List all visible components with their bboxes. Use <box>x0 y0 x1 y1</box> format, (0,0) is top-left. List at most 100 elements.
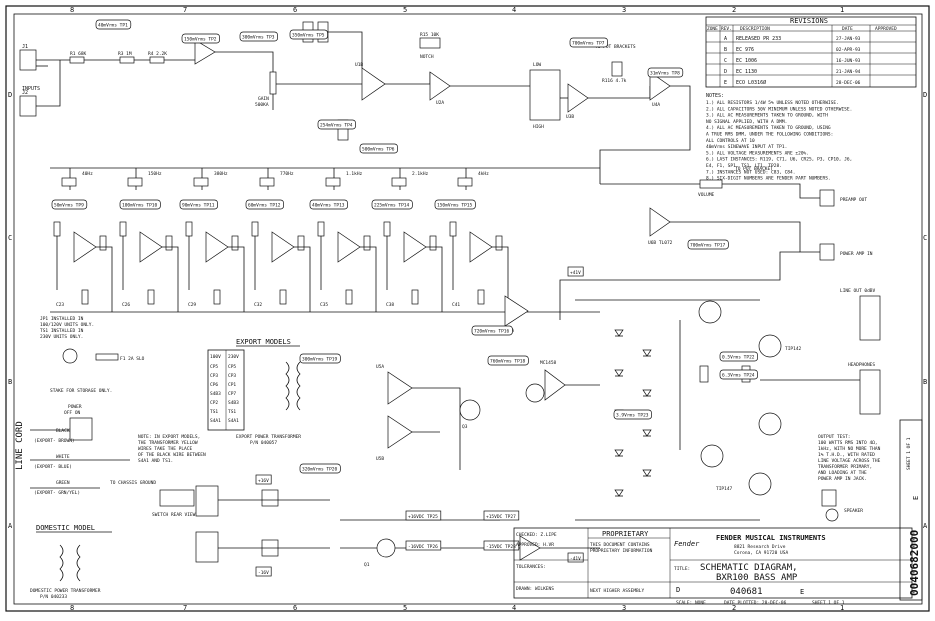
opamp-u6a <box>504 295 529 327</box>
notes-block: NOTES: 1.) ALL RESISTORS 1/4W 5% UNLESS … <box>706 93 852 182</box>
power-amp-section: U5A U5B Q3 MC1458 TIP142 TIP147 LINE OUT… <box>376 288 881 522</box>
export-note-4: OF THE BLACK WIRE BETWEEN <box>138 452 206 458</box>
test-point-label: 150mVrms TP2 <box>184 37 217 43</box>
domestic-model-title: DOMESTIC MODEL <box>36 524 95 532</box>
rev-header-desc: DESCRIPTION <box>740 26 770 32</box>
checked-by: CHECKED: Z.LIPE <box>516 532 557 538</box>
test-point: 40mVrms TP13 <box>309 199 348 210</box>
eq-slider-pot[interactable] <box>325 177 341 187</box>
eq-slider-pot[interactable] <box>259 177 275 187</box>
export-cell: S4B3 <box>228 400 239 406</box>
eq-opamp <box>469 231 493 263</box>
row-b-left: B <box>8 378 12 386</box>
headphones-jack[interactable] <box>859 369 881 415</box>
test-point-label: 500mVrms TP6 <box>362 147 395 153</box>
test-point: 254mVrms TP4 <box>317 119 356 130</box>
power-amp-in-jack[interactable] <box>819 243 835 261</box>
transistor-tip147 <box>758 412 782 436</box>
test-point: 720mVrms TP16 <box>471 325 513 336</box>
export-cell: CP5 <box>228 364 236 370</box>
row-b-right: B <box>923 378 927 386</box>
stake-label: STAKE FOR STORAGE ONLY. <box>50 388 112 394</box>
eq-slider-pot[interactable] <box>457 177 473 187</box>
test-point-label: 720mVrms TP16 <box>474 329 510 335</box>
speaker-jack[interactable] <box>821 489 837 507</box>
col-2-bottom: 2 <box>732 604 736 612</box>
eq-slider-pot[interactable] <box>61 177 77 187</box>
test-point-label: 100mVrms TP10 <box>122 203 158 209</box>
notch-control[interactable] <box>419 37 441 49</box>
inner-border <box>13 13 923 605</box>
switch-rear-label: SWITCH REAR VIEW. <box>152 512 198 518</box>
svg-text:C26: C26 <box>122 302 130 308</box>
revision-rev: D <box>724 69 727 75</box>
export-note-3: WIRES TAKE THE PLACE <box>138 446 192 452</box>
revisions-table: REVISIONS ZONE REV. DESCRIPTION DATE APP… <box>705 16 917 88</box>
test-point-label: 700mVrms TP7 <box>572 41 605 47</box>
col-3: 3 <box>622 6 626 14</box>
eq-slider-pot[interactable] <box>391 177 407 187</box>
company-name: FENDER MUSICAL INSTRUMENTS <box>716 534 826 542</box>
col-5-bottom: 5 <box>403 604 407 612</box>
test-point: 150mVrms TP2 <box>181 33 220 44</box>
drawing-rev: E <box>800 588 804 596</box>
svg-text:Q3: Q3 <box>462 424 468 430</box>
diode-icon <box>642 389 652 397</box>
pot-bracket-r116[interactable] <box>611 61 623 77</box>
power-switch[interactable] <box>69 417 93 441</box>
export-brown: (EXPORT- BROWN) <box>34 438 75 444</box>
line-out-jack[interactable] <box>859 295 881 341</box>
speaker-label: SPEAKER <box>844 508 863 514</box>
eq-frequency: 2.1kHz <box>412 171 429 177</box>
volume-pot[interactable] <box>699 179 723 189</box>
export-note-5: S4A1 AND TS1. <box>138 458 173 464</box>
volume-section: VOLUME TO POT BRACKET U6B TL072 PREAMP O… <box>559 166 873 320</box>
note-line: 6.) LAST INSTANCES: R119, C71, U6, CR25,… <box>706 157 852 163</box>
input-section: J1 J2 INPUTS R1 68K R3 1M R4 2.2K U1A TL… <box>19 21 691 184</box>
graphic-eq-section: 40HzC23150HzC26380HzC29770HzC321.1kHzC35… <box>53 168 509 312</box>
company-address-1: 8821 Research Drive <box>734 544 786 550</box>
to-chassis-label: TO CHASSIS GROUND <box>110 480 156 486</box>
rail-label: +15VDC TP27 <box>486 514 516 520</box>
test-point-label: 90mVrms TP11 <box>182 203 215 209</box>
output-test-8: POWER AMP IN JACK. <box>818 476 867 482</box>
input-jack-j1[interactable] <box>19 49 37 71</box>
drawing-number: 040681 <box>730 587 763 597</box>
svg-text:GAIN: GAIN <box>258 96 269 102</box>
gain-pot[interactable] <box>269 71 277 95</box>
svg-text:THIS DOCUMENT CONTAINS: THIS DOCUMENT CONTAINS <box>590 542 650 548</box>
revision-date: 16-JUN-93 <box>836 58 861 64</box>
test-point-label: 225mVrms TP14 <box>374 203 410 209</box>
test-point: 760mVrms TP18 <box>487 355 529 366</box>
transistor-q3 <box>459 399 481 421</box>
test-point-label: 254mVrms TP4 <box>320 123 353 129</box>
export-models-title: EXPORT MODELS <box>236 338 291 346</box>
export-blue: (EXPORT- BLUE) <box>34 464 72 470</box>
test-point-label: 300mVrms TP3 <box>242 35 275 41</box>
eq-slider-pot[interactable] <box>193 177 209 187</box>
approved-by: APPROVED: H.VR <box>516 542 554 548</box>
input-jack-j2[interactable] <box>19 95 37 117</box>
diode-icon <box>614 449 624 457</box>
eq-slider-pot[interactable] <box>127 177 143 187</box>
export-cell: CP3 <box>210 373 218 379</box>
eq-opamp <box>271 231 295 263</box>
test-point-label: 0.5Vrms TP22 <box>722 355 755 361</box>
svg-text:U2A: U2A <box>436 100 444 106</box>
col-4: 4 <box>512 6 516 14</box>
transistor-tip147b <box>748 472 772 496</box>
col-4-bottom: 4 <box>512 604 516 612</box>
preamp-out-label: PREAMP OUT <box>840 197 867 203</box>
transistor-q10 <box>700 444 724 468</box>
test-point: 40mVrms TP1 <box>95 19 132 30</box>
diode-icon <box>614 329 624 337</box>
domestic-ptx-label: DOMESTIC POWER TRANSFORMER <box>30 588 101 594</box>
preamp-out-jack[interactable] <box>819 189 835 207</box>
side-drawing-number: 0040682000 <box>908 530 921 596</box>
svg-text:U6B TL072: U6B TL072 <box>648 240 673 246</box>
test-point: 100mVrms TP10 <box>119 199 161 210</box>
